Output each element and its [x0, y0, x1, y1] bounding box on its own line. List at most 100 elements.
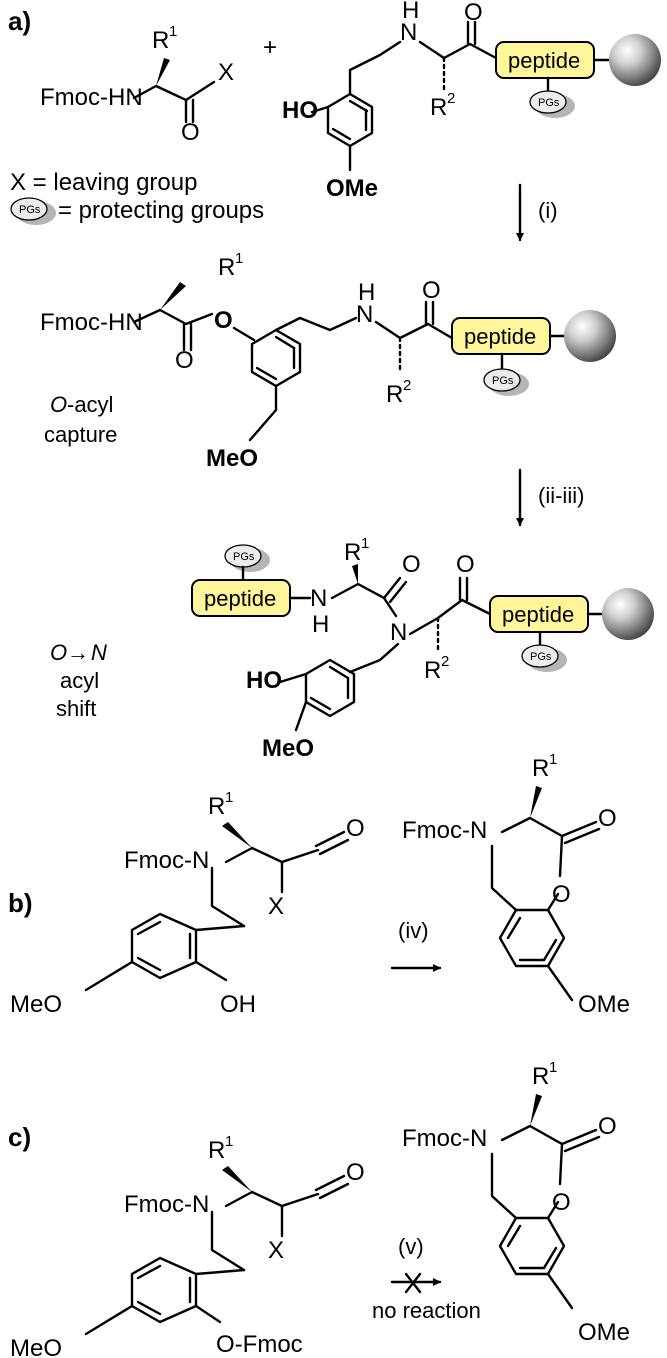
- pgs-tag: PGs: [233, 551, 255, 563]
- o-acyl-capture-caption: O -acyl capture: [44, 392, 117, 447]
- label-o: O: [346, 815, 365, 842]
- label-r1-sup: 1: [225, 789, 233, 806]
- panel-b-product: Fmoc-N R 1 O O OMe: [402, 751, 630, 1018]
- peptide-label: peptide: [502, 602, 574, 627]
- label-ho: HO: [282, 97, 318, 124]
- legend-x: X = leaving group: [10, 169, 197, 196]
- acyl-shift-caption: O → N acyl shift: [50, 640, 107, 721]
- label-x: X: [268, 1237, 284, 1264]
- label-r1-sup: 1: [549, 1059, 557, 1076]
- label-ome: OMe: [326, 175, 378, 202]
- label-ome: OMe: [578, 1319, 630, 1346]
- protecting-group-icon: [483, 368, 521, 392]
- label-r2: R: [386, 381, 403, 408]
- label-o-ester: O: [214, 307, 233, 334]
- pgs-tag: PGs: [538, 97, 560, 109]
- step-v: (v): [398, 1234, 424, 1259]
- peptide-label: peptide: [464, 324, 536, 349]
- label-o: O: [598, 805, 617, 832]
- label-r2-sup: 2: [447, 90, 455, 107]
- label-fmoc-n: Fmoc-N: [124, 847, 209, 874]
- label-r1-sup: 1: [549, 751, 557, 768]
- label-n: N: [310, 585, 327, 612]
- no-reaction-label: no reaction: [372, 1298, 481, 1323]
- label-fmoc-hn: Fmoc-HN: [40, 309, 143, 336]
- panel-c-reactant: Fmoc-N R 1 X O O-Fmoc MeO: [10, 1133, 365, 1358]
- label-n: N: [400, 19, 417, 46]
- resin-bead-icon: [609, 34, 661, 86]
- label-h: H: [358, 279, 375, 306]
- panel-b-reactant: Fmoc-N R 1 X O OH MeO: [10, 789, 365, 1018]
- caption-shift: shift: [56, 696, 96, 721]
- label-o-fmoc: O-Fmoc: [216, 1331, 303, 1358]
- label-fmoc-hn: Fmoc-HN: [40, 84, 143, 111]
- label-n2: N: [390, 619, 407, 646]
- pgs-tag: PGs: [492, 375, 514, 387]
- caption-capture: capture: [44, 422, 117, 447]
- label-r1: R: [344, 539, 361, 566]
- legend: X = leaving group PGs = protecting group…: [10, 169, 264, 225]
- label-r1: R: [152, 27, 169, 54]
- label-h: H: [312, 611, 329, 638]
- label-o: O: [464, 0, 483, 26]
- step-ii-iii: (ii-iii): [538, 483, 584, 508]
- label-r2: R: [424, 657, 441, 684]
- resin-bead-icon: [564, 310, 616, 362]
- o-acyl-intermediate: Fmoc-HN R 1 O O N H R 2 O MeO peptide PG…: [40, 250, 616, 472]
- label-r2-sup: 2: [441, 653, 449, 670]
- label-o: O: [456, 551, 475, 578]
- label-o: O: [422, 277, 441, 304]
- panel-label-b: b): [8, 888, 33, 918]
- label-meo: MeO: [10, 1335, 62, 1358]
- step-i: (i): [538, 198, 558, 223]
- label-r1-sup: 1: [361, 535, 369, 552]
- caption-o-italic: O: [50, 392, 67, 417]
- label-meo: MeO: [262, 735, 314, 762]
- label-r2: R: [430, 94, 447, 121]
- label-r1: R: [208, 1137, 225, 1164]
- label-h: H: [402, 0, 419, 24]
- protecting-group-icon: [529, 90, 567, 114]
- label-o: O: [181, 119, 200, 146]
- label-r1-sup: 1: [169, 23, 177, 40]
- label-o: O: [175, 347, 194, 374]
- label-x: X: [268, 893, 284, 920]
- reactant-fmoc-amino-acid: Fmoc-HN R 1 O X: [40, 23, 234, 146]
- label-ome: OMe: [578, 991, 630, 1018]
- label-n: N: [356, 301, 373, 328]
- protecting-group-icon: [10, 197, 48, 221]
- legend-pgs: = protecting groups: [58, 197, 264, 224]
- label-r2-sup: 2: [403, 377, 411, 394]
- label-oh: OH: [220, 991, 256, 1018]
- pgs-tag: PGs: [530, 651, 552, 663]
- peptide-label: peptide: [508, 48, 580, 73]
- label-r1-sup: 1: [225, 1133, 233, 1150]
- resin-bead-icon: [602, 588, 654, 640]
- label-r1: R: [532, 1063, 549, 1090]
- panel-label-c: c): [8, 1122, 31, 1152]
- protecting-group-icon: [521, 644, 559, 668]
- blocked-arrow: [390, 1272, 442, 1294]
- plus-sign: +: [263, 34, 277, 61]
- panel-label-a: a): [8, 6, 31, 36]
- caption-o: O: [50, 640, 67, 665]
- step-iv: (iv): [398, 918, 429, 943]
- label-o-ring: O: [552, 1189, 571, 1216]
- caption-acyl: -acyl: [67, 392, 113, 417]
- label-o: O: [402, 551, 421, 578]
- label-r1: R: [218, 254, 235, 281]
- label-o-ring: O: [552, 881, 571, 908]
- label-meo: MeO: [10, 991, 62, 1018]
- label-o: O: [598, 1113, 617, 1140]
- caption-arrow: →: [67, 640, 89, 665]
- acyl-shift-product: PGs peptide N H R 1 O N R 2 O peptide PG…: [191, 535, 654, 762]
- label-r1-sup: 1: [235, 250, 243, 267]
- panel-c-product: Fmoc-N R 1 O O OMe: [402, 1059, 630, 1346]
- legend-pgs-tag: PGs: [19, 204, 41, 216]
- peptide-label: peptide: [204, 586, 276, 611]
- label-r1: R: [208, 793, 225, 820]
- label-meo: MeO: [206, 445, 258, 472]
- label-fmoc-n: Fmoc-N: [124, 1191, 209, 1218]
